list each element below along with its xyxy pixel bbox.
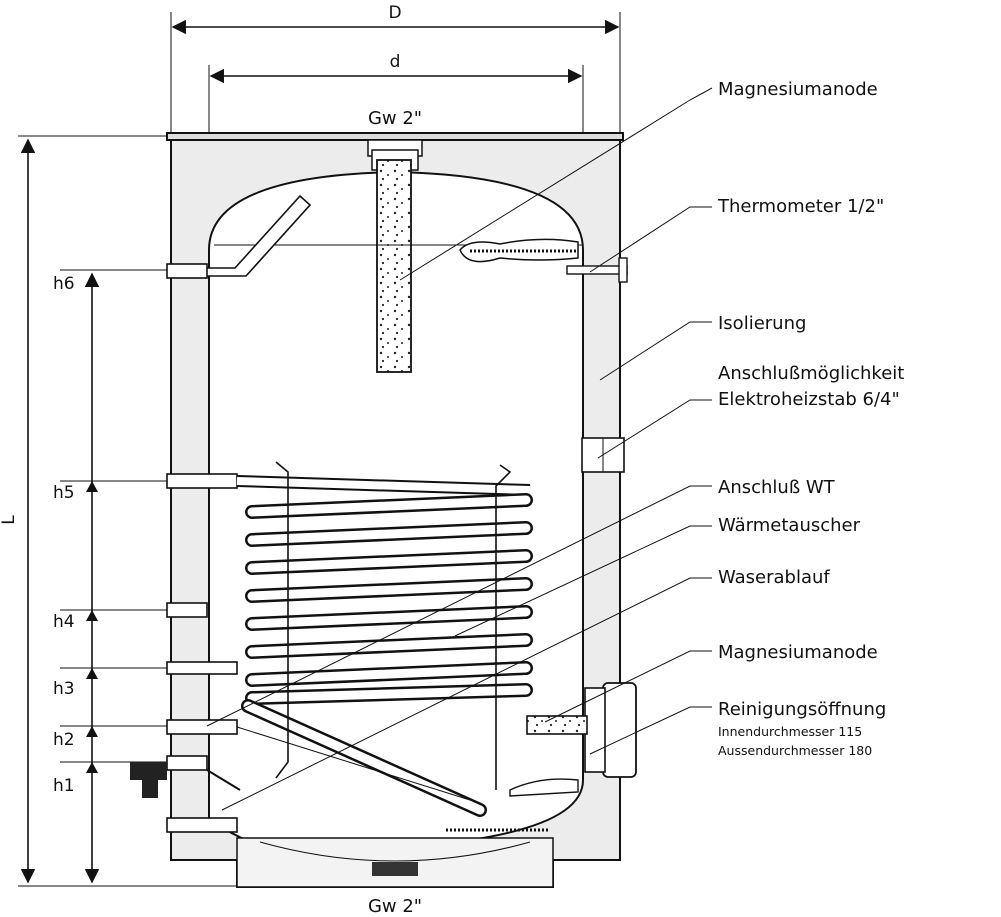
label-outer-diameter: Aussendurchmesser 180 — [718, 743, 872, 758]
dimension-L-label: L — [0, 515, 19, 525]
label-inner-diameter: Innendurchmesser 115 — [718, 724, 862, 739]
label-heater-option-2: Elektroheizstab 6/4" — [718, 389, 900, 410]
label-heat-exchanger: Wärmetauscher — [718, 515, 861, 536]
label-cleaning-opening: Reinigungsöffnung — [718, 699, 886, 720]
heater-socket — [581, 437, 625, 473]
upper-inlet-pipe — [166, 194, 312, 279]
dimension-D: D — [170, 3, 621, 135]
height-h5-label: h5 — [53, 483, 75, 503]
label-thermometer: Thermometer 1/2" — [717, 196, 884, 217]
left-connections — [130, 473, 241, 833]
top-connection-label: Gw 2" — [368, 108, 422, 129]
dimension-d-label: d — [390, 52, 401, 72]
cleaning-opening — [526, 682, 637, 778]
callout-labels: Magnesiumanode Thermometer 1/2" Isolieru… — [717, 79, 904, 758]
bottom-connection-label: Gw 2" — [368, 896, 422, 917]
dimension-L: L — [0, 135, 236, 887]
dimension-d: d — [208, 52, 584, 135]
label-magnesium-anode-top: Magnesiumanode — [718, 79, 878, 100]
height-h3-label: h3 — [53, 679, 75, 699]
label-insulation: Isolierung — [718, 313, 806, 334]
heat-exchanger-coil — [236, 461, 533, 817]
label-drain: Waserablauf — [718, 567, 830, 588]
height-dimensions: h6 h5 h4 h3 h2 h1 — [53, 269, 175, 884]
leader-lines — [206, 87, 713, 811]
lower-sensor — [509, 778, 579, 797]
height-h2-label: h2 — [53, 730, 75, 750]
height-h6-label: h6 — [53, 274, 75, 294]
thermometer-sensor — [214, 238, 628, 283]
dimension-D-label: D — [388, 3, 401, 23]
label-heater-option-1: Anschlußmöglichkeit — [718, 363, 904, 384]
top-anode — [376, 159, 412, 373]
label-connection-wt: Anschluß WT — [718, 477, 836, 498]
height-h1-label: h1 — [53, 776, 75, 796]
label-magnesium-anode-bottom: Magnesiumanode — [718, 642, 878, 663]
height-h4-label: h4 — [53, 612, 75, 632]
